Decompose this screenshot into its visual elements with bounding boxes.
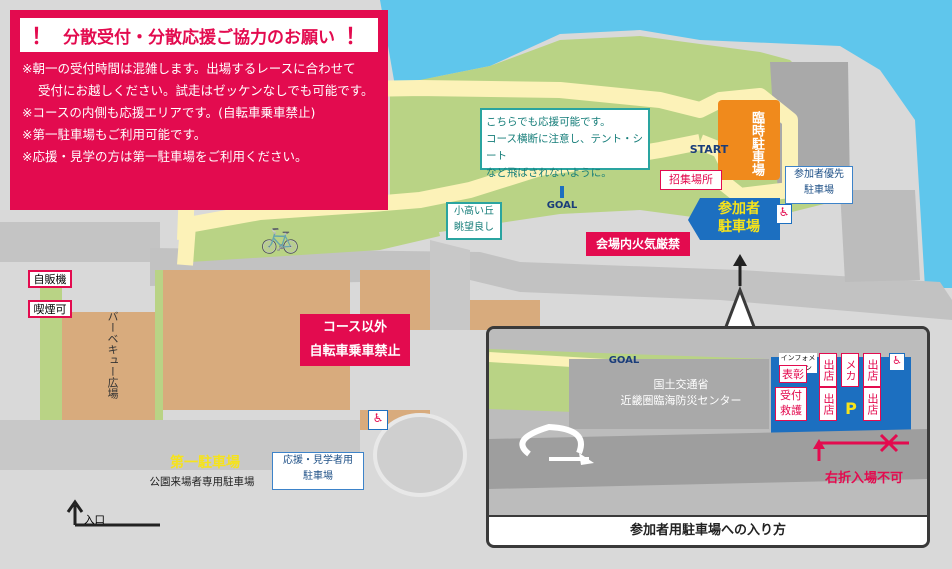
- toilet-icon: ♿: [889, 353, 905, 371]
- cheer-parking-line: 駐車場: [303, 471, 333, 482]
- booth-reception: 受付: [780, 389, 802, 402]
- no-riding-line: コース以外: [322, 320, 388, 335]
- vending-machine-label: 自販機: [28, 270, 72, 288]
- cheer-note-line: など飛ばされないように。: [486, 167, 612, 179]
- inset-caption: 参加者用駐車場への入り方: [489, 515, 927, 545]
- cheer-parking-line: 応援・見学者用: [283, 455, 353, 466]
- toilet-icon: ♿: [368, 410, 388, 430]
- parking-mark: P: [845, 399, 857, 418]
- cheer-area-note: こちらでも応援可能です。 コース横断に注意し、テント・シート など飛ばされないよ…: [480, 108, 650, 179]
- facility-line: 国土交通省: [653, 378, 709, 391]
- cheer-note-line: コース横断に注意し、テント・シート: [486, 133, 643, 162]
- bbq-area-label: バーベキュー広場: [106, 311, 119, 399]
- notice-panel: ！ 分散受付・分散応援ご協力のお願い ！ ※朝一の受付時間は混雑します。出場する…: [10, 10, 388, 210]
- goal-label: GOAL: [546, 200, 578, 211]
- goal-flag-icon: [560, 186, 564, 198]
- notice-title: 分散受付・分散応援ご協力のお願い: [63, 27, 335, 48]
- first-parking-label: 第一駐車場: [170, 455, 240, 471]
- booth-shop: 出店: [819, 387, 837, 421]
- toilet-icon: ♿: [776, 204, 792, 224]
- temp-parking-label: 臨時駐車場: [749, 110, 764, 176]
- participant-parking-line: 参加者: [718, 201, 760, 217]
- notice-title-bar: ！ 分散受付・分散応援ご協力のお願い ！: [20, 18, 378, 52]
- participant-parking-line: 駐車場: [718, 219, 760, 235]
- facility-label: 国土交通省 近畿圏臨海防災センター: [601, 377, 761, 409]
- priority-line: 参加者優先: [794, 169, 844, 180]
- cheer-parking-label: 応援・見学者用 駐車場: [272, 452, 364, 490]
- entrance-label: 入口: [84, 514, 105, 526]
- exclamation-icon: ！: [345, 25, 368, 50]
- booth-shop: 出店: [863, 353, 881, 387]
- no-riding-notice: コース以外 自転車乗車禁止: [300, 314, 410, 366]
- no-riding-line: 自転車乗車禁止: [309, 344, 401, 359]
- hill-line: 眺望良し: [454, 222, 494, 233]
- parking-entry-inset: GOAL 国土交通省 近畿圏臨海防災センター インフォメーション 表彰 出店 メ…: [486, 326, 930, 548]
- notice-line: ※応援・見学の方は第一駐車場をご利用ください。: [22, 149, 308, 164]
- start-label: START: [689, 143, 729, 156]
- booth-reception-first-aid: 受付 救護: [775, 387, 807, 421]
- cyclist-icon: 🚲: [260, 217, 300, 255]
- notice-line: ※コースの内側も応援エリアです。(自転車乗車禁止): [22, 105, 316, 120]
- priority-line: 駐車場: [804, 185, 834, 196]
- no-right-turn-label: 右折入場不可: [824, 471, 903, 486]
- booth-shop: 出店: [819, 353, 837, 387]
- facility-line: 近畿圏臨海防災センター: [620, 394, 742, 407]
- gathering-place-label: 招集場所: [660, 170, 722, 190]
- participant-priority-parking: 参加者優先 駐車場: [785, 166, 853, 204]
- smoking-area-label: 喫煙可: [28, 300, 72, 318]
- no-fire-notice: 会場内火気厳禁: [586, 232, 690, 256]
- no-right-turn-arrow-icon: [813, 433, 909, 461]
- cheer-note-line: こちらでも応援可能です。: [486, 116, 611, 128]
- first-parking-sub-label: 公園来場者専用駐車場: [149, 476, 255, 488]
- hill-line: 小高い丘: [454, 206, 494, 217]
- inset-goal-label: GOAL: [608, 355, 640, 366]
- notice-line: ※第一駐車場もご利用可能です。: [22, 127, 207, 142]
- notice-line: ※朝一の受付時間は混雑します。出場するレースに合わせて: [22, 61, 356, 76]
- booth-shop: 出店: [863, 387, 881, 421]
- hill-label: 小高い丘 眺望良し: [446, 202, 502, 240]
- booth-first-aid: 救護: [780, 404, 802, 417]
- notice-line: 受付にお越しください。試走はゼッケンなしでも可能です。: [38, 83, 374, 98]
- exclamation-icon: ！: [30, 25, 53, 50]
- participant-parking-label: 参加者 駐車場: [704, 200, 774, 236]
- booth-awards: 表彰: [779, 365, 807, 383]
- booth-mechanic: メカ: [841, 353, 859, 387]
- no-right-turn-sign: 右折入場不可: [809, 433, 919, 486]
- inset-map: [489, 329, 927, 519]
